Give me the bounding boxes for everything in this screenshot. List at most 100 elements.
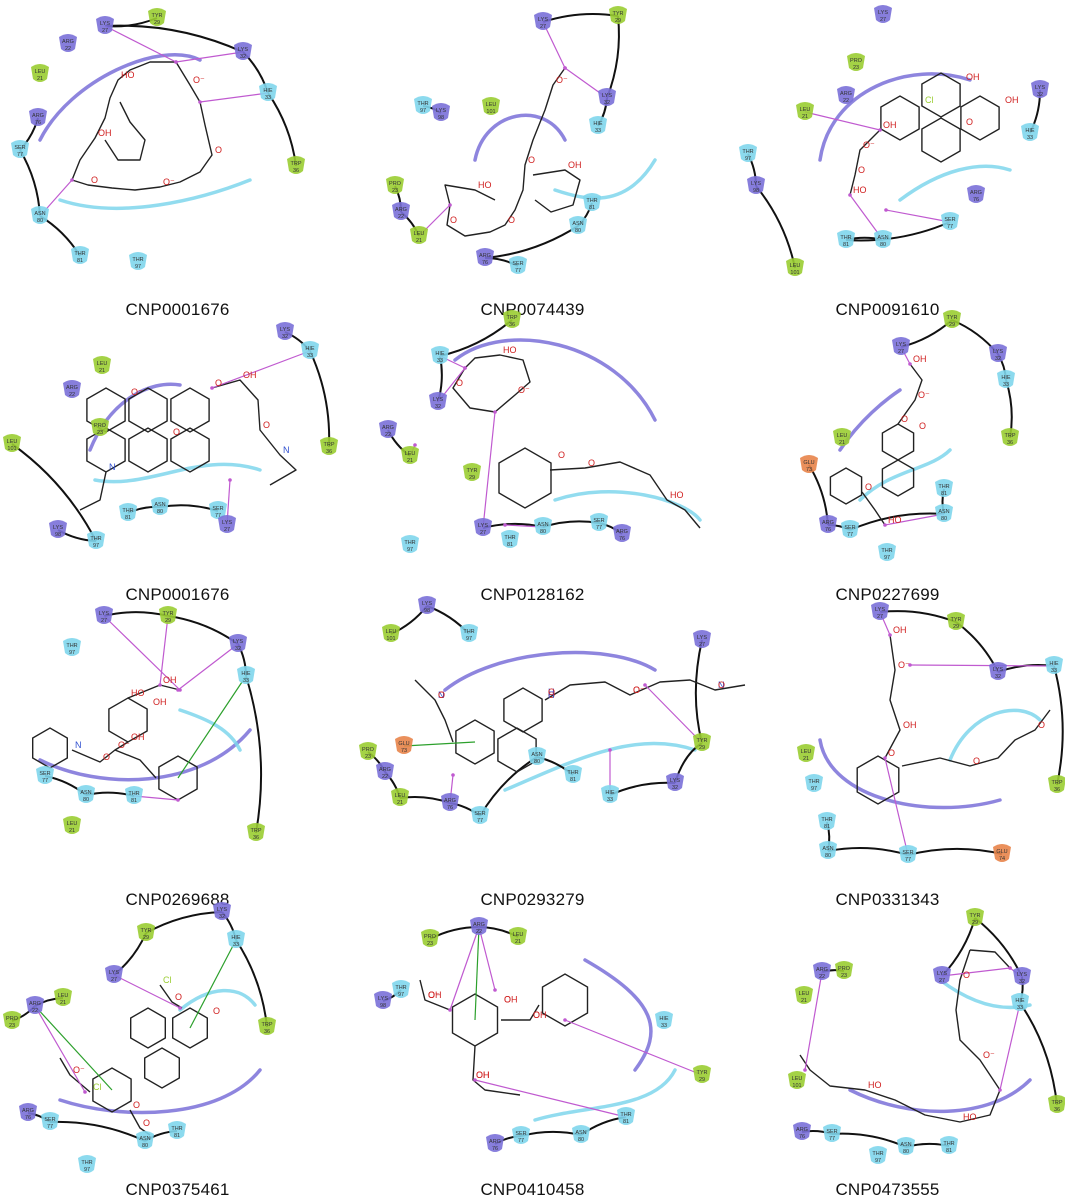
atom-label: O⁻: [131, 387, 143, 397]
backbone-link: [606, 15, 620, 99]
residue-number: 33: [243, 678, 249, 684]
residue-shape: [482, 97, 500, 115]
atom-label: HO: [888, 515, 902, 525]
residue-number: 77: [17, 152, 23, 158]
atom-label: H: [548, 690, 555, 700]
residue-shape: [693, 630, 711, 648]
residue-number: 33: [595, 128, 601, 134]
atom-label: O: [504, 994, 511, 1004]
residue-shape: [590, 513, 608, 531]
residue-name: SER: [944, 217, 955, 223]
residue-name: HIE: [305, 346, 315, 352]
residue-number: 29: [699, 745, 705, 751]
pocket-surface-ribbon: [443, 650, 657, 692]
atom-label: O: [428, 990, 435, 1000]
residue-shape: [989, 662, 1007, 680]
atom-label: O⁻: [193, 75, 205, 85]
pocket-surface-ribbon: [178, 708, 242, 752]
residue-shape: [320, 437, 338, 455]
residue-name: ARG: [816, 967, 828, 973]
residue-name: LYS: [1017, 972, 1027, 978]
atom-label: O⁻: [983, 1050, 995, 1060]
residue-name: THR: [938, 484, 949, 490]
hbond-arrowhead: [884, 208, 888, 212]
residue-name: LYS: [751, 181, 761, 187]
ligand-diagram: OHNNO⁻OOOLYS32HIE33LEU21ARG22PRO23TRP36L…: [3, 322, 338, 549]
atom-label: O: [919, 421, 926, 431]
residue-number: 81: [125, 515, 131, 521]
residue-shape: [119, 503, 137, 521]
residue-name: THR: [881, 548, 892, 554]
residue-number: 29: [469, 475, 475, 481]
residue-shape: [878, 543, 896, 561]
backbone-link: [755, 185, 796, 269]
residue-shape: [786, 258, 804, 276]
residue-number: 33: [437, 358, 443, 364]
residue-name: SER: [593, 518, 604, 524]
compound-id-caption: CNP0091610: [835, 300, 940, 319]
residue-name: HIE: [1025, 128, 1035, 134]
residue-number: 27: [480, 530, 486, 536]
residue-number: 81: [623, 1119, 629, 1125]
residue-shape: [229, 634, 247, 652]
atom-label: OH: [1005, 95, 1019, 105]
atom-label: OH: [131, 732, 145, 742]
hbond-line: [482, 411, 496, 529]
ligand-diagram: O⁻OO⁻OOHHOLYS27TYR29ARG22LEU21LYS32HIE33…: [11, 8, 305, 270]
ligand-ring: [92, 1067, 132, 1113]
residue-shape: [93, 356, 111, 374]
atom-label: O: [718, 680, 725, 690]
residue-name: GLU: [398, 741, 409, 747]
residue-shape: [471, 806, 489, 824]
residue-number: 97: [811, 786, 817, 792]
residue-number: 97: [875, 1158, 881, 1164]
residue-name: THR: [821, 817, 832, 823]
residue-shape: [105, 965, 123, 983]
residue-name: LYS: [697, 635, 707, 641]
residue-name: LYS: [670, 778, 680, 784]
hbond-arrowhead: [998, 1088, 1002, 1092]
residue-number: 101: [7, 446, 16, 452]
residue-shape: [41, 1112, 59, 1130]
residue-name: TRP: [1005, 433, 1016, 439]
atom-label: O: [175, 992, 182, 1002]
residue-number: 80: [83, 797, 89, 803]
residue-number: 74: [999, 856, 1005, 862]
residue-number: 21: [802, 114, 808, 120]
residue-number: 22: [843, 98, 849, 104]
atom-label: O: [973, 756, 980, 766]
ligand-ring: [455, 719, 495, 765]
residue-number: 23: [853, 65, 859, 71]
residue-shape: [1048, 1095, 1065, 1113]
residue-shape: [795, 986, 813, 1004]
residue-number: 80: [578, 1137, 584, 1143]
residue-shape: [125, 786, 143, 804]
pocket-surface-ribbon: [473, 113, 567, 162]
residue-number: 27: [699, 642, 705, 648]
residue-shape: [410, 226, 428, 244]
residue-number: 97: [420, 108, 426, 114]
residue-number: 98: [424, 608, 430, 614]
residue-name: THR: [66, 643, 77, 649]
pocket-surface-ribbon: [178, 988, 257, 1012]
residue-number: 97: [884, 555, 890, 561]
residue-number: 33: [1051, 668, 1057, 674]
residue-number: 22: [32, 1008, 38, 1014]
residue-number: 80: [540, 529, 546, 535]
atom-label: O: [533, 1010, 540, 1020]
residue-name: ARG: [489, 1139, 501, 1145]
residue-name: LEU: [800, 107, 811, 113]
residue-name: TYR: [697, 738, 708, 744]
residue-number: 80: [37, 218, 43, 224]
